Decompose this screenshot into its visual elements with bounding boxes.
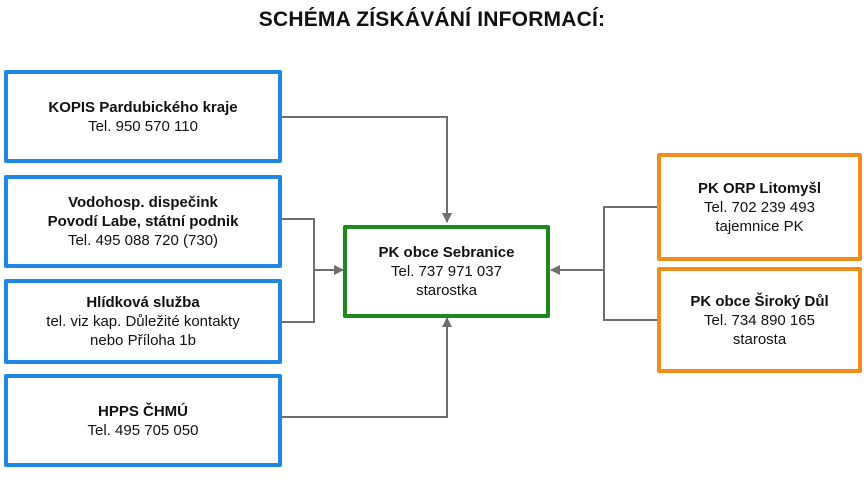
- node-siroky-name: PK obce Široký Důl: [690, 292, 829, 310]
- node-siroky: PK obce Široký Důl Tel. 734 890 165 star…: [657, 267, 862, 373]
- node-siroky-phone: Tel. 734 890 165: [704, 311, 815, 329]
- connector-kopis-to-center: [281, 116, 452, 223]
- node-kopis: KOPIS Pardubického kraje Tel. 950 570 11…: [4, 70, 282, 163]
- node-hpps: HPPS ČHMÚ Tel. 495 705 050: [4, 374, 282, 467]
- connector-hpps-to-center: [281, 317, 452, 418]
- node-hpps-name: HPPS ČHMÚ: [97, 402, 188, 420]
- node-vodohosp: Vodohosp. dispečink Povodí Labe, státní …: [4, 175, 282, 268]
- node-center-phone: Tel. 737 971 037: [391, 263, 502, 280]
- node-orp-role: tajemnice PK: [715, 217, 804, 235]
- node-vodohosp-name-2: Povodí Labe, státní podnik: [47, 213, 239, 230]
- node-hlidkova: Hlídková služba tel. viz kap. Důležité k…: [4, 279, 282, 364]
- node-orp-phone: Tel. 702 239 493: [704, 198, 815, 216]
- node-vodohosp-name-1: Vodohosp. dispečink: [68, 194, 218, 211]
- connector-vodohosp-bracket: [281, 218, 315, 323]
- node-hpps-phone: Tel. 495 705 050: [87, 421, 199, 439]
- node-orp: PK ORP Litomyšl Tel. 702 239 493 tajemni…: [657, 153, 862, 261]
- node-kopis-name: KOPIS Pardubického kraje: [48, 98, 238, 116]
- node-kopis-phone: Tel. 950 570 110: [88, 117, 198, 135]
- diagram-title: SCHÉMA ZÍSKÁVÁNÍ INFORMACÍ:: [258, 8, 606, 31]
- node-siroky-role: starosta: [732, 330, 787, 348]
- node-vodohosp-phone: Tel. 495 088 720 (730): [67, 232, 219, 249]
- node-hlidkova-line-1: tel. viz kap. Důležité kontakty: [46, 313, 240, 330]
- node-center-name: PK obce Sebranice: [378, 244, 515, 261]
- node-center-role: starostka: [416, 282, 477, 299]
- node-orp-name: PK ORP Litomyšl: [697, 179, 822, 197]
- connector-right-bracket: [603, 206, 658, 321]
- node-center: PK obce Sebranice Tel. 737 971 037 staro…: [343, 225, 550, 318]
- node-hlidkova-name: Hlídková služba: [86, 294, 200, 311]
- node-hlidkova-line-2: nebo Příloha 1b: [90, 332, 196, 349]
